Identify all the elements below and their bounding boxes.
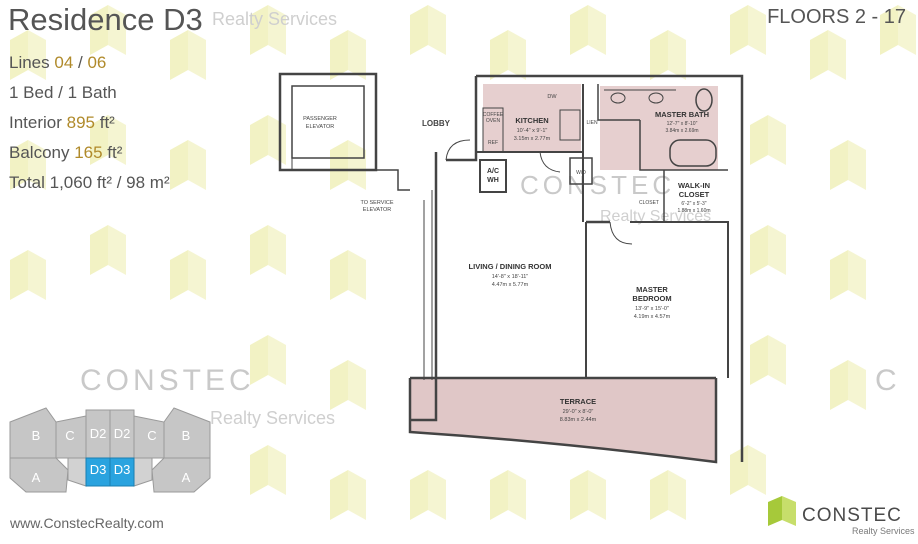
unit-b-right <box>163 407 211 459</box>
balcony-info: Balcony 165 ft² <box>9 142 122 164</box>
lines-info: Lines 04 / 06 <box>9 52 106 74</box>
interior-info: Interior 895 ft² <box>9 112 115 134</box>
kitchen-dim-metric: 3.15m x 2.77m <box>514 136 551 142</box>
to-service-elevator-label-1: TO SERVICE <box>360 200 393 206</box>
key-label-d2-right: D2 <box>114 426 131 441</box>
balcony-unit: ft² <box>102 143 123 162</box>
lines-a: 04 <box>54 53 74 72</box>
interior-value: 895 <box>66 113 96 132</box>
master-bath-dim-imperial: 12'-7" x 8'-10" <box>667 121 698 127</box>
balcony-value: 165 <box>74 143 103 162</box>
lines-sep: / <box>73 53 88 72</box>
key-label-c-right: C <box>147 428 156 443</box>
key-label-a-right: A <box>182 470 191 485</box>
key-label-b-right: B <box>182 428 191 443</box>
watermark-sub: Realty Services <box>210 408 336 428</box>
passenger-elevator-car <box>291 85 365 159</box>
watermark-brand-right: C <box>875 364 901 397</box>
lines-prefix: Lines <box>9 53 55 72</box>
key-label-d2-left: D2 <box>90 426 107 441</box>
logo-sub: Realty Services <box>852 526 915 536</box>
master-bedroom-label-2: BEDROOM <box>632 294 671 303</box>
passenger-elevator-label-1: PASSENGER <box>303 116 337 122</box>
walkin-dim-metric: 1.88m x 1.60m <box>677 208 710 214</box>
website-link[interactable]: www.ConstecRealty.com <box>10 515 164 531</box>
master-bedroom-dim-metric: 4.19m x 4.57m <box>634 314 671 320</box>
key-label-c-left: C <box>65 428 74 443</box>
walkin-label-2: CLOSET <box>679 190 710 199</box>
watermark-brand-center: CONSTEC <box>520 170 676 200</box>
unit-d2-right <box>109 409 135 459</box>
master-bedroom-label-1: MASTER <box>636 285 668 294</box>
lobby-label: LOBBY <box>422 119 451 128</box>
living-dim-metric: 4.47m x 5.77m <box>492 282 529 288</box>
logo-brand: CONSTEC <box>802 505 902 526</box>
living-dim-imperial: 14'-8" x 18'-11" <box>492 274 529 280</box>
linen-label: LIEN <box>586 120 598 126</box>
interior-label: Interior <box>9 113 67 132</box>
watermark-sub-center: Realty Services <box>600 208 712 225</box>
unit-d3-left-highlighted <box>85 457 111 487</box>
walkin-label-1: WALK-IN <box>678 181 710 190</box>
lines-b: 06 <box>87 53 107 72</box>
ref-label: REF <box>488 140 498 146</box>
wh-label: WH <box>487 177 499 184</box>
total-info: Total 1,060 ft² / 98 m² <box>9 173 170 192</box>
wd-label: W/D <box>576 170 586 176</box>
watermark-brand: CONSTEC <box>80 364 255 397</box>
terrace-dim-metric: 8.83m x 2.44m <box>560 417 597 423</box>
walkin-dim-imperial: 6'-2" x 5'-3" <box>681 201 706 207</box>
closet-label: CLOSET <box>639 200 659 206</box>
passenger-elevator-label-2: ELEVATOR <box>306 124 334 130</box>
master-bedroom-dim-imperial: 13'-9" x 15'-0" <box>635 306 669 312</box>
bed-bath: 1 Bed / 1 Bath <box>9 83 117 102</box>
unit-a-left <box>9 457 69 493</box>
key-label-b-left: B <box>32 428 41 443</box>
ac-label: A/C <box>487 168 499 175</box>
kitchen-fill <box>483 84 581 152</box>
unit-d3-right-highlighted <box>109 457 135 487</box>
terrace-fill <box>410 378 716 462</box>
key-label-a-left: A <box>32 470 41 485</box>
master-bath-label: MASTER BATH <box>655 110 709 119</box>
interior-unit: ft² <box>95 113 115 132</box>
coffee-oven-label-1: COFFEE <box>483 112 504 118</box>
floors-label: FLOORS 2 - 17 <box>767 6 906 28</box>
entry-wall <box>446 76 478 162</box>
to-service-elevator-label-2: ELEVATOR <box>363 207 391 213</box>
dw-label: DW <box>547 94 557 100</box>
terrace-dim-imperial: 29'-0" x 8'-0" <box>563 409 594 415</box>
outer-wall-top-right <box>476 74 744 462</box>
key-label-d3-right: D3 <box>114 462 131 477</box>
shower-fill <box>640 130 664 170</box>
kitchen-dim-imperial: 10'-4" x 9'-1" <box>517 128 548 134</box>
west-wall <box>410 152 438 422</box>
living-label: LIVING / DINING ROOM <box>469 262 552 271</box>
key-plan: B C D2 D2 C B A D3 D3 A <box>9 407 211 493</box>
page-title: Residence D3 <box>8 2 203 37</box>
balcony-label: Balcony <box>9 143 75 162</box>
terrace-label: TERRACE <box>560 397 596 406</box>
watermark-sub-top: Realty Services <box>212 9 338 29</box>
kitchen-label: KITCHEN <box>515 116 548 125</box>
key-label-d3-left: D3 <box>90 462 107 477</box>
elevator-block <box>278 72 378 172</box>
coffee-oven-label-2: OVEN <box>486 118 501 124</box>
master-bath-dim-metric: 3.84m x 2.69m <box>665 128 698 134</box>
terrace-outline <box>408 378 718 464</box>
constec-logo-icon <box>768 496 796 526</box>
